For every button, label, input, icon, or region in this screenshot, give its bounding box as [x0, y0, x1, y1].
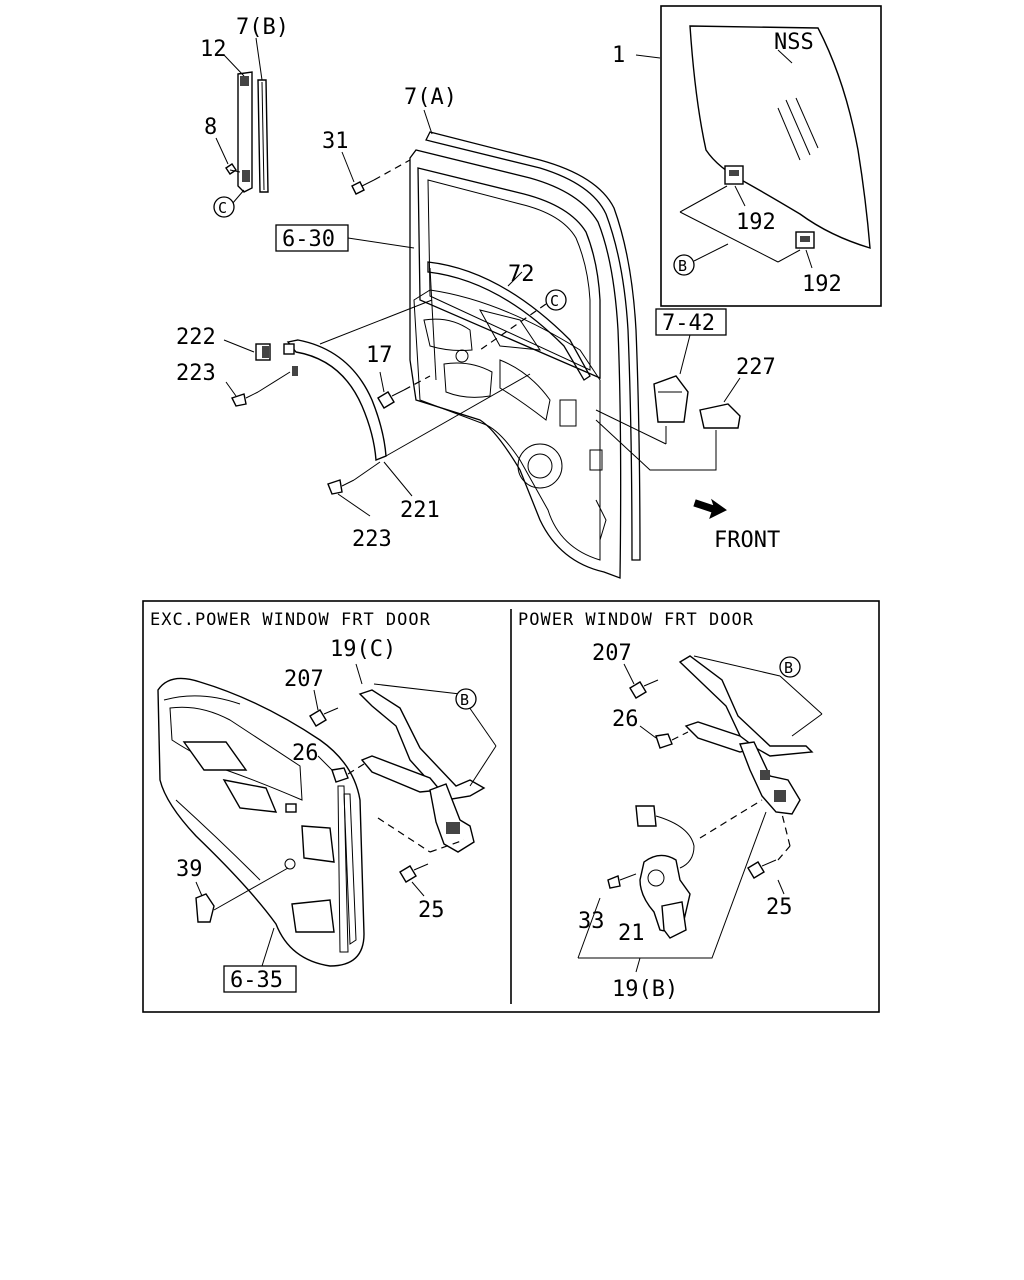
right-label-25: 25 [766, 895, 793, 920]
label-7b: 7(B) [236, 15, 289, 40]
bolt-207-left [309, 709, 327, 727]
front-arrow-icon [693, 498, 727, 519]
label-front: FRONT [714, 528, 780, 553]
right-label-26: 26 [612, 707, 639, 732]
right-ref-b [779, 656, 801, 678]
left-label-25: 25 [418, 898, 445, 923]
bolt-25-left [399, 865, 417, 883]
screw-223-upper [231, 393, 247, 407]
glass-inset-frame [660, 5, 882, 307]
label-221: 221 [400, 498, 440, 523]
right-panel-header: POWER WINDOW FRT DOOR [518, 610, 754, 630]
left-label-207: 207 [284, 667, 324, 692]
channel-bracket-12 [237, 71, 253, 193]
front-arrow-group: FRONT [693, 498, 780, 553]
nut-26-left [331, 767, 349, 783]
label-72: 72 [508, 262, 535, 287]
right-panel-power-window: POWER WINDOW FRT DOOR B [518, 610, 823, 1002]
right-label-19b: 19(B) [612, 977, 678, 1002]
weatherstrip-7a [425, 131, 641, 561]
ref-b-top-letter: B [678, 257, 687, 275]
right-ref-b-letter: B [784, 659, 793, 677]
label-7-42: 7-42 [662, 311, 715, 336]
label-192-lower: 192 [802, 272, 842, 297]
bolt-17 [377, 391, 395, 409]
front-door-assembly: 72 7(A) 6-30 C [275, 85, 641, 579]
lower-panels-frame [142, 600, 880, 1013]
ref-box-7-42 [655, 308, 727, 336]
bolt-207-right [629, 681, 647, 699]
handle-cover-7-42 [653, 375, 689, 423]
left-label-26: 26 [292, 741, 319, 766]
label-6-30: 6-30 [282, 227, 335, 252]
left-ref-b-letter: B [460, 691, 469, 709]
inner-panel [413, 289, 601, 561]
left-label-6-35: 6-35 [230, 968, 283, 993]
glass-inset: 1 NSS 192 192 B [612, 5, 882, 307]
label-223-upper: 223 [176, 361, 216, 386]
left-panel-header: EXC.POWER WINDOW FRT DOOR [150, 610, 431, 630]
manual-regulator-19c [358, 689, 486, 801]
screw-223-lower [327, 479, 343, 495]
rear-channel-group: 7(B) 12 8 C [200, 15, 289, 218]
right-label-21: 21 [618, 921, 645, 946]
bolt-25-right [747, 861, 765, 879]
connector [635, 805, 657, 827]
label-12: 12 [200, 37, 227, 62]
label-8: 8 [204, 115, 217, 140]
ref-b-top [673, 254, 695, 276]
label-31: 31 [322, 129, 349, 154]
label-17: 17 [366, 343, 393, 368]
ref-box-6-35 [223, 965, 297, 993]
ref-c-mid-letter: C [550, 292, 559, 310]
left-panel-manual-window: EXC.POWER WINDOW FRT DOOR B [150, 610, 497, 993]
glass-run-72 [427, 261, 591, 381]
power-regulator [678, 655, 814, 757]
label-1: 1 [612, 43, 625, 68]
bolt-31: 31 [322, 129, 411, 195]
screw-33 [607, 875, 621, 889]
right-label-33: 33 [578, 909, 605, 934]
door-outer-shell [409, 149, 622, 579]
label-227: 227 [736, 355, 776, 380]
left-label-39: 39 [176, 857, 203, 882]
trim-group: 222 223 17 221 223 [176, 299, 531, 552]
window-opening [417, 167, 601, 379]
ref-c-mid [545, 289, 567, 311]
left-label-19c: 19(C) [330, 637, 396, 662]
label-192-upper: 192 [736, 210, 776, 235]
cover-227 [699, 403, 741, 429]
ref-c-top [213, 196, 235, 218]
nut-26-right [655, 733, 673, 749]
label-223-lower: 223 [352, 527, 392, 552]
ref-c-top-letter: C [218, 199, 227, 217]
label-nss: NSS [774, 30, 814, 55]
label-7a: 7(A) [404, 85, 457, 110]
door-glass [689, 25, 871, 249]
left-ref-b [455, 688, 477, 710]
window-handle-39 [195, 893, 215, 923]
label-222: 222 [176, 325, 216, 350]
handle-cover-group: 7-42 227 [595, 308, 776, 471]
right-label-207: 207 [592, 641, 632, 666]
